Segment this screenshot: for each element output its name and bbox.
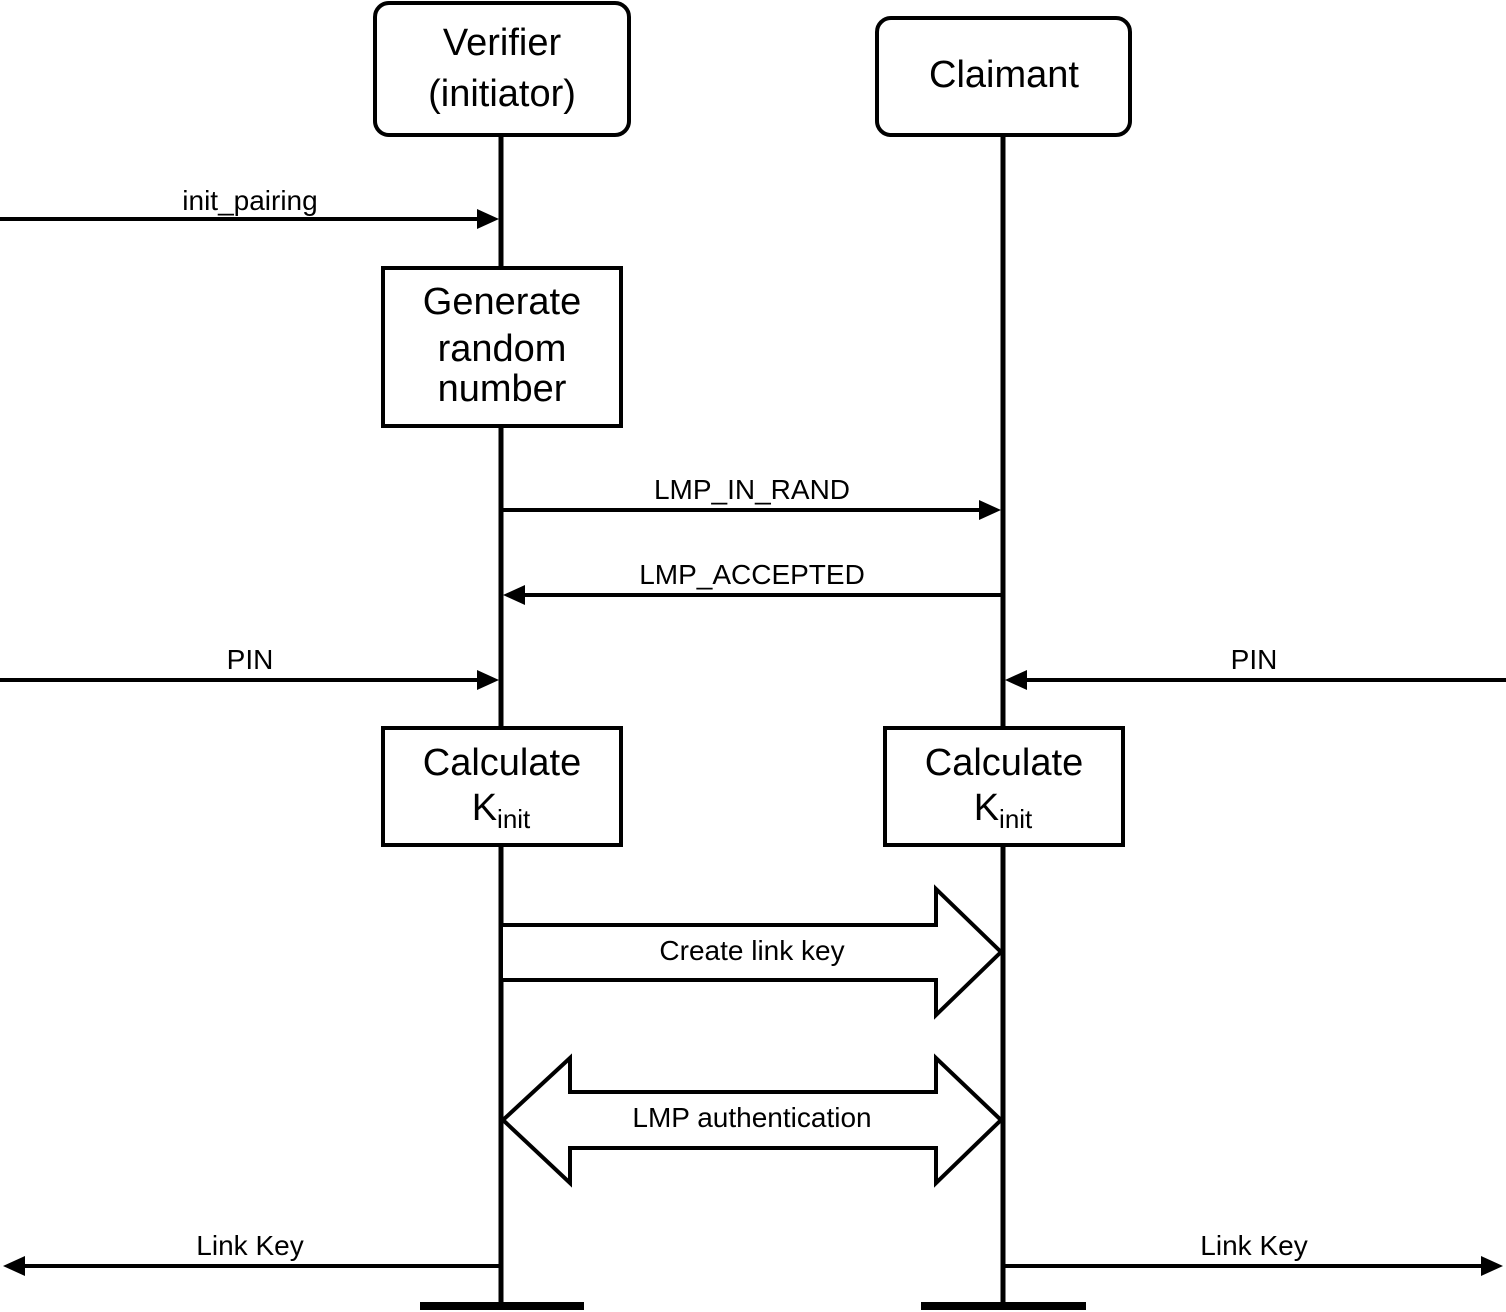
pin-right-message: PIN — [1005, 644, 1506, 690]
verifier-label-line2: (initiator) — [428, 73, 576, 115]
verifier-participant: Verifier (initiator) — [373, 1, 631, 137]
calc-right-main: Calculate — [925, 742, 1083, 784]
pin-left-label: PIN — [227, 644, 274, 675]
lmp-accepted-message: LMP_ACCEPTED — [503, 559, 1001, 605]
pin-right-label: PIN — [1231, 644, 1278, 675]
init-pairing-label: init_pairing — [182, 185, 317, 216]
create-link-key-label: Create link key — [659, 935, 844, 966]
calc-left-main: Calculate — [423, 742, 581, 784]
calculate-kinit-right-process: Calculate Kinit — [883, 726, 1125, 847]
calculate-kinit-left-process: Calculate Kinit — [381, 726, 623, 847]
link-key-right-label: Link Key — [1200, 1230, 1307, 1261]
lmp-in-rand-label: LMP_IN_RAND — [654, 474, 850, 505]
generate-random-process: Generate random number — [381, 266, 623, 428]
lmp-accepted-label: LMP_ACCEPTED — [639, 559, 865, 590]
create-link-key-block-arrow: Create link key — [503, 884, 1004, 1020]
pin-left-message: PIN — [0, 644, 499, 690]
generate-line2: random — [438, 328, 567, 370]
lmp-authentication-label: LMP authentication — [632, 1102, 871, 1133]
claimant-participant: Claimant — [875, 16, 1132, 137]
generate-line1: Generate — [423, 281, 581, 323]
link-key-left-message: Link Key — [3, 1230, 499, 1276]
lmp-in-rand-message: LMP_IN_RAND — [503, 474, 1001, 520]
calc-right-k: Kinit — [974, 787, 1033, 834]
calc-left-k: Kinit — [472, 787, 531, 834]
generate-line3: number — [438, 368, 567, 410]
claimant-label: Claimant — [929, 54, 1079, 96]
init-pairing-message: init_pairing — [0, 185, 499, 229]
lmp-authentication-block-arrow: LMP authentication — [500, 1053, 1004, 1188]
verifier-label-line1: Verifier — [443, 22, 562, 64]
link-key-right-message: Link Key — [1005, 1230, 1503, 1276]
link-key-left-label: Link Key — [196, 1230, 303, 1261]
